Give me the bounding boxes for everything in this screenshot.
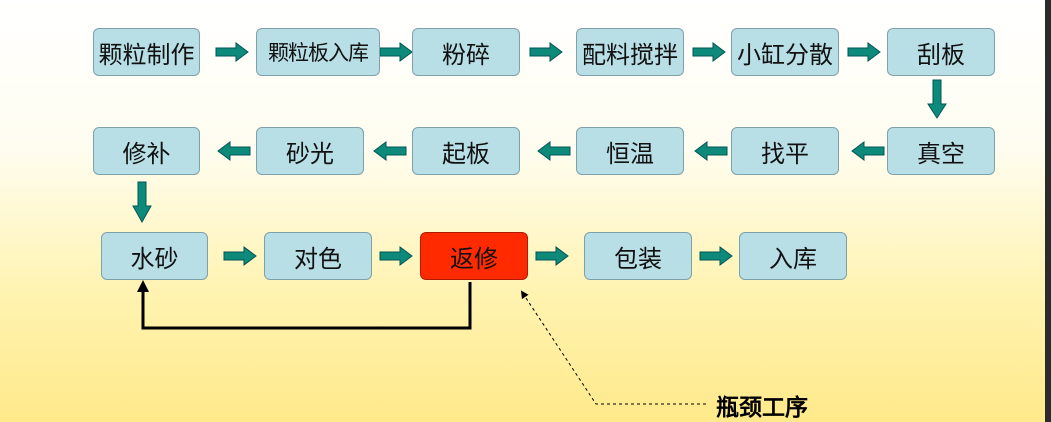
bottleneck-callout-label: 瓶颈工序 [716,394,808,421]
arrow-left-1 [851,141,885,161]
arrow-right-r3-1 [223,246,257,266]
arrow-left-3 [537,141,571,161]
arrow-right-r3-2 [379,246,413,266]
arrow-right-r3-3 [535,246,569,266]
step-vacuum: 真空 [887,127,995,175]
arrow-right-1 [215,42,249,62]
step-granule-making: 颗粒制作 [93,28,200,76]
step-lift-board: 起板 [412,127,520,175]
arrow-down-right [927,79,947,119]
arrow-right-3 [529,42,563,62]
arrow-left-2 [694,141,728,161]
arrow-right-2 [379,42,413,62]
arrow-left-4 [373,141,407,161]
step-constant-temperature: 恒温 [576,127,684,175]
step-small-vat-dispersion: 小缸分散 [731,28,839,76]
rework-loop-arrowhead [137,280,149,292]
step-crushing: 粉碎 [412,28,520,76]
rework-loop-line [141,282,472,330]
step-leveling: 找平 [731,127,839,175]
step-scraping: 刮板 [887,28,995,76]
step-granule-board-storage: 颗粒板入库 [256,28,380,76]
step-rework: 返修 [420,232,528,280]
step-batching-mixing: 配料搅拌 [576,28,684,76]
step-repair: 修补 [93,127,200,175]
window-edge [1045,0,1051,422]
step-packaging: 包装 [584,232,692,280]
callout-pointer [520,290,706,405]
step-color-matching: 对色 [264,232,372,280]
arrow-down-left [132,181,152,224]
arrow-left-5 [217,141,251,161]
arrow-right-4 [692,42,726,62]
arrow-right-5 [847,42,881,62]
step-wet-sanding: 水砂 [101,232,208,280]
step-final-storage: 入库 [739,232,847,280]
arrow-right-r3-4 [699,246,733,266]
step-sanding-polish: 砂光 [256,127,364,175]
